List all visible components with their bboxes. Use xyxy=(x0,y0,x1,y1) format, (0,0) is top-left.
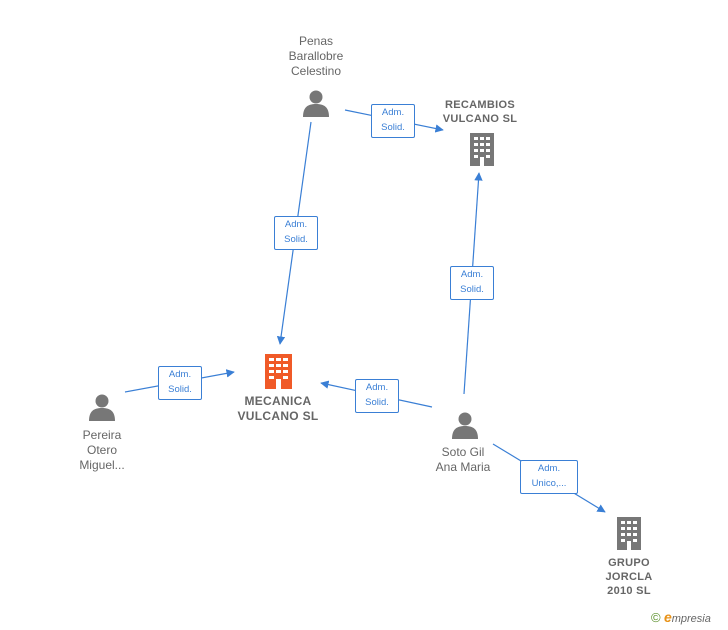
copyright-icon: © xyxy=(651,610,661,625)
person-icon[interactable] xyxy=(89,394,115,422)
brand-e: e xyxy=(663,609,672,625)
node-label-recambios[interactable]: RECAMBIOS VULCANO SL xyxy=(442,99,518,125)
building-icon-main[interactable] xyxy=(265,354,292,389)
person-icon[interactable] xyxy=(452,412,478,440)
node-label-grupo[interactable]: GRUPO JORCLA 2010 SL xyxy=(605,557,653,597)
edge-lines xyxy=(124,109,606,513)
edge-label-soto-recambios[interactable]: Adm. Solid. xyxy=(450,266,494,300)
building-icon[interactable] xyxy=(470,133,494,166)
building-icon[interactable] xyxy=(617,517,641,550)
node-label-pereira[interactable]: Pereira Otero Miguel... xyxy=(79,428,125,472)
edge-label-soto-mecanica[interactable]: Adm. Solid. xyxy=(355,379,399,413)
node-label-soto[interactable]: Soto Gil Ana Maria xyxy=(435,445,491,474)
edge-label-penas-recambios[interactable]: Adm. Solid. xyxy=(371,104,415,138)
edge-label-soto-grupo[interactable]: Adm. Unico,... xyxy=(520,460,578,494)
person-icon[interactable] xyxy=(303,90,329,118)
node-label-penas[interactable]: Penas Barallobre Celestino xyxy=(288,34,344,78)
brand-rest: mpresia xyxy=(671,613,711,625)
edge-label-pereira-mecanica[interactable]: Adm. Solid. xyxy=(158,366,202,400)
edge-label-penas-mecanica[interactable]: Adm. Solid. xyxy=(274,216,318,250)
node-label-mecanica[interactable]: MECANICA VULCANO SL xyxy=(237,394,319,423)
brand-logo: © empresia xyxy=(651,609,711,625)
